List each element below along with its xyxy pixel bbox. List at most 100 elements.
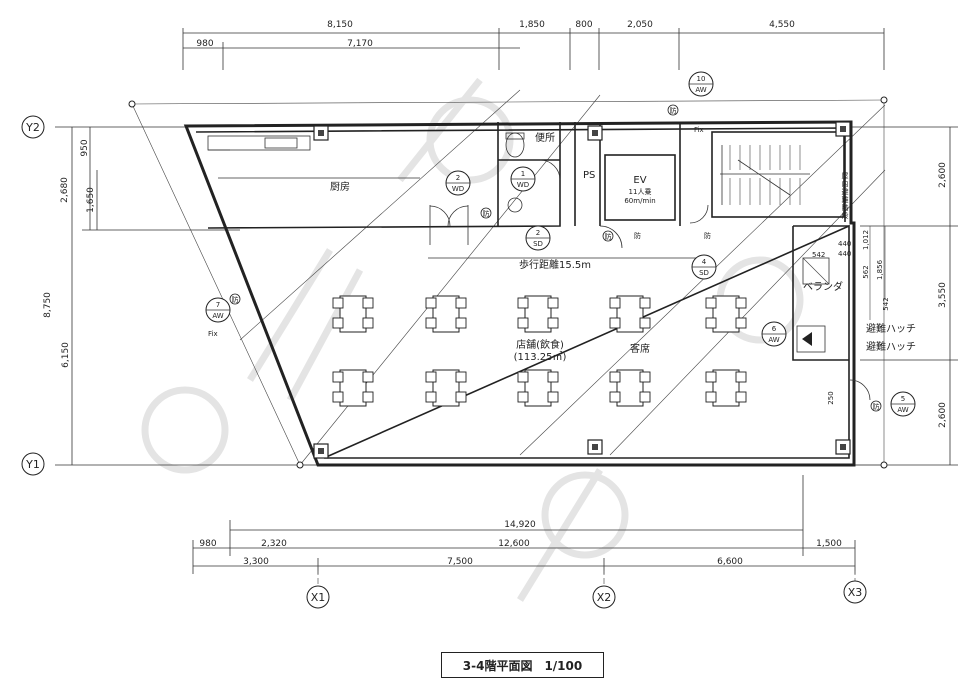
room-labels: 厨房 便所 PS EV 11人乗 60m/min 歩行距離15.5m 店舗(飲食… xyxy=(208,126,916,363)
dim-right-small-440b: 440 xyxy=(838,250,851,258)
grid-label-y1: Y1 xyxy=(25,458,40,471)
bo-mark: 防 xyxy=(670,106,677,115)
dim-top-800: 800 xyxy=(575,20,592,30)
svg-text:10: 10 xyxy=(697,75,706,83)
dim-top-1850: 1,850 xyxy=(519,20,545,30)
svg-text:2: 2 xyxy=(536,229,540,237)
toilet-fixtures xyxy=(505,132,561,213)
dim-bottom-7500: 7,500 xyxy=(447,557,473,567)
table-set xyxy=(425,295,467,333)
dim-top-8150: 8,150 xyxy=(327,20,353,30)
table-set xyxy=(517,295,559,333)
table-set xyxy=(332,369,374,407)
dining-tables xyxy=(332,295,747,407)
dim-top-2050: 2,050 xyxy=(627,20,653,30)
room-ev-capacity: 11人乗 xyxy=(629,187,652,196)
svg-text:4: 4 xyxy=(702,258,707,266)
grid-label-x2: X2 xyxy=(597,591,612,604)
table-set xyxy=(517,369,559,407)
dim-right-2600b: 2,600 xyxy=(938,402,948,428)
dim-right-small-562: 562 xyxy=(862,265,870,278)
dim-bottom-12600: 12,600 xyxy=(498,539,530,549)
svg-text:AW: AW xyxy=(212,312,223,320)
grid-bubble-x3 xyxy=(843,580,867,604)
dim-left-6150: 6,150 xyxy=(61,342,71,368)
room-kitchen-label: 厨房 xyxy=(330,180,350,193)
walk-distance-label: 歩行距離15.5m xyxy=(519,258,591,271)
room-ev-speed: 60m/min xyxy=(624,197,655,205)
room-store-area: (113.25㎡) xyxy=(514,351,567,363)
svg-text:SD: SD xyxy=(699,269,709,277)
grid-label-x1: X1 xyxy=(311,591,326,604)
dim-right-small-1856: 1,856 xyxy=(876,259,884,280)
dim-right-small-250: 250 xyxy=(827,391,835,404)
table-set xyxy=(705,295,747,333)
bo-mark: 防 xyxy=(483,209,490,218)
dim-left-8750: 8,750 xyxy=(43,292,53,318)
svg-text:WD: WD xyxy=(517,181,529,189)
dim-left-2680: 2,680 xyxy=(60,177,70,203)
svg-text:AW: AW xyxy=(695,86,706,94)
room-ps-label: PS xyxy=(583,170,595,181)
dim-top-4550: 4,550 xyxy=(769,20,795,30)
dim-right-2600a: 2,600 xyxy=(938,162,948,188)
grid-bubble-y2 xyxy=(21,115,45,139)
grid-label-y2: Y2 xyxy=(25,121,40,134)
grid-label-x3: X3 xyxy=(848,586,863,599)
table-set xyxy=(609,369,651,407)
bottom-dimensions: 14,920 980 2,320 12,600 1,500 3,300 7,50… xyxy=(192,475,856,574)
dim-bottom-1500: 1,500 xyxy=(816,539,842,549)
dim-left-950: 950 xyxy=(80,139,90,156)
drawing-title: 3-4階平面図 1/100 xyxy=(441,652,604,678)
dim-top-980: 980 xyxy=(196,39,213,49)
svg-text:2: 2 xyxy=(456,174,460,182)
grid-bubbles: X1 X2 X3 Y2 Y1 xyxy=(21,115,867,609)
columns xyxy=(313,121,851,459)
right-dimensions: 2,600 3,550 2,600 1,012 1,856 562 542 54… xyxy=(812,126,958,466)
dim-right-3550: 3,550 xyxy=(938,282,948,308)
svg-text:AW: AW xyxy=(897,406,908,414)
fire-marks: 防 防 防 防 防 防 防 xyxy=(229,104,882,412)
evac-hatch-symbols xyxy=(599,204,871,401)
tag-10-aw: 10 AW xyxy=(688,71,714,97)
grid-bubble-x1 xyxy=(306,585,330,609)
room-veranda-label: ベランダ xyxy=(803,280,843,293)
svg-text:6: 6 xyxy=(772,325,777,333)
table-set xyxy=(332,295,374,333)
dim-right-small-440a: 440 xyxy=(838,240,851,248)
left-dimensions: 2,680 950 1,650 8,750 6,150 xyxy=(43,126,320,466)
bo-mark: 防 xyxy=(232,295,239,304)
svg-text:7: 7 xyxy=(216,301,220,309)
fix-label-left: Fix xyxy=(208,330,218,338)
room-seating-label: 客席 xyxy=(630,342,650,355)
svg-text:AW: AW xyxy=(768,336,779,344)
svg-text:SD: SD xyxy=(533,240,543,248)
tag-1-wd: 1 WD xyxy=(510,166,536,192)
evac-hatch-label-1: 避難ハッチ xyxy=(866,322,916,335)
bo-mark: 防 xyxy=(873,402,880,411)
dim-left-1650: 1,650 xyxy=(86,187,96,213)
room-store-label: 店舗(飲食) xyxy=(516,338,564,351)
grid-bubble-x2 xyxy=(592,585,616,609)
bo-mark: 防 xyxy=(605,232,612,241)
dim-top-7170: 7,170 xyxy=(347,39,373,49)
bo-mark: 防 xyxy=(634,231,641,240)
double-door-kitchen xyxy=(429,205,469,245)
dim-bottom-2320: 2,320 xyxy=(261,539,287,549)
dim-bottom-6600: 6,600 xyxy=(717,557,743,567)
table-set xyxy=(425,369,467,407)
tag-4-sd: 4 SD xyxy=(691,254,717,280)
tag-5-aw: 5 AW xyxy=(890,391,916,417)
dim-bottom-980: 980 xyxy=(199,539,216,549)
tag-2-sd: 2 SD xyxy=(525,225,551,251)
stair-treads xyxy=(720,145,810,205)
tag-6-aw: 6 AW xyxy=(761,321,787,347)
dim-right-small-542a: 542 xyxy=(812,251,825,259)
svg-text:WD: WD xyxy=(452,185,464,193)
room-toilet-label: 便所 xyxy=(535,131,555,144)
room-ev-label: EV xyxy=(633,175,646,186)
tag-7-aw: 7 AW xyxy=(205,297,231,323)
bo-mark: 防 xyxy=(704,231,711,240)
